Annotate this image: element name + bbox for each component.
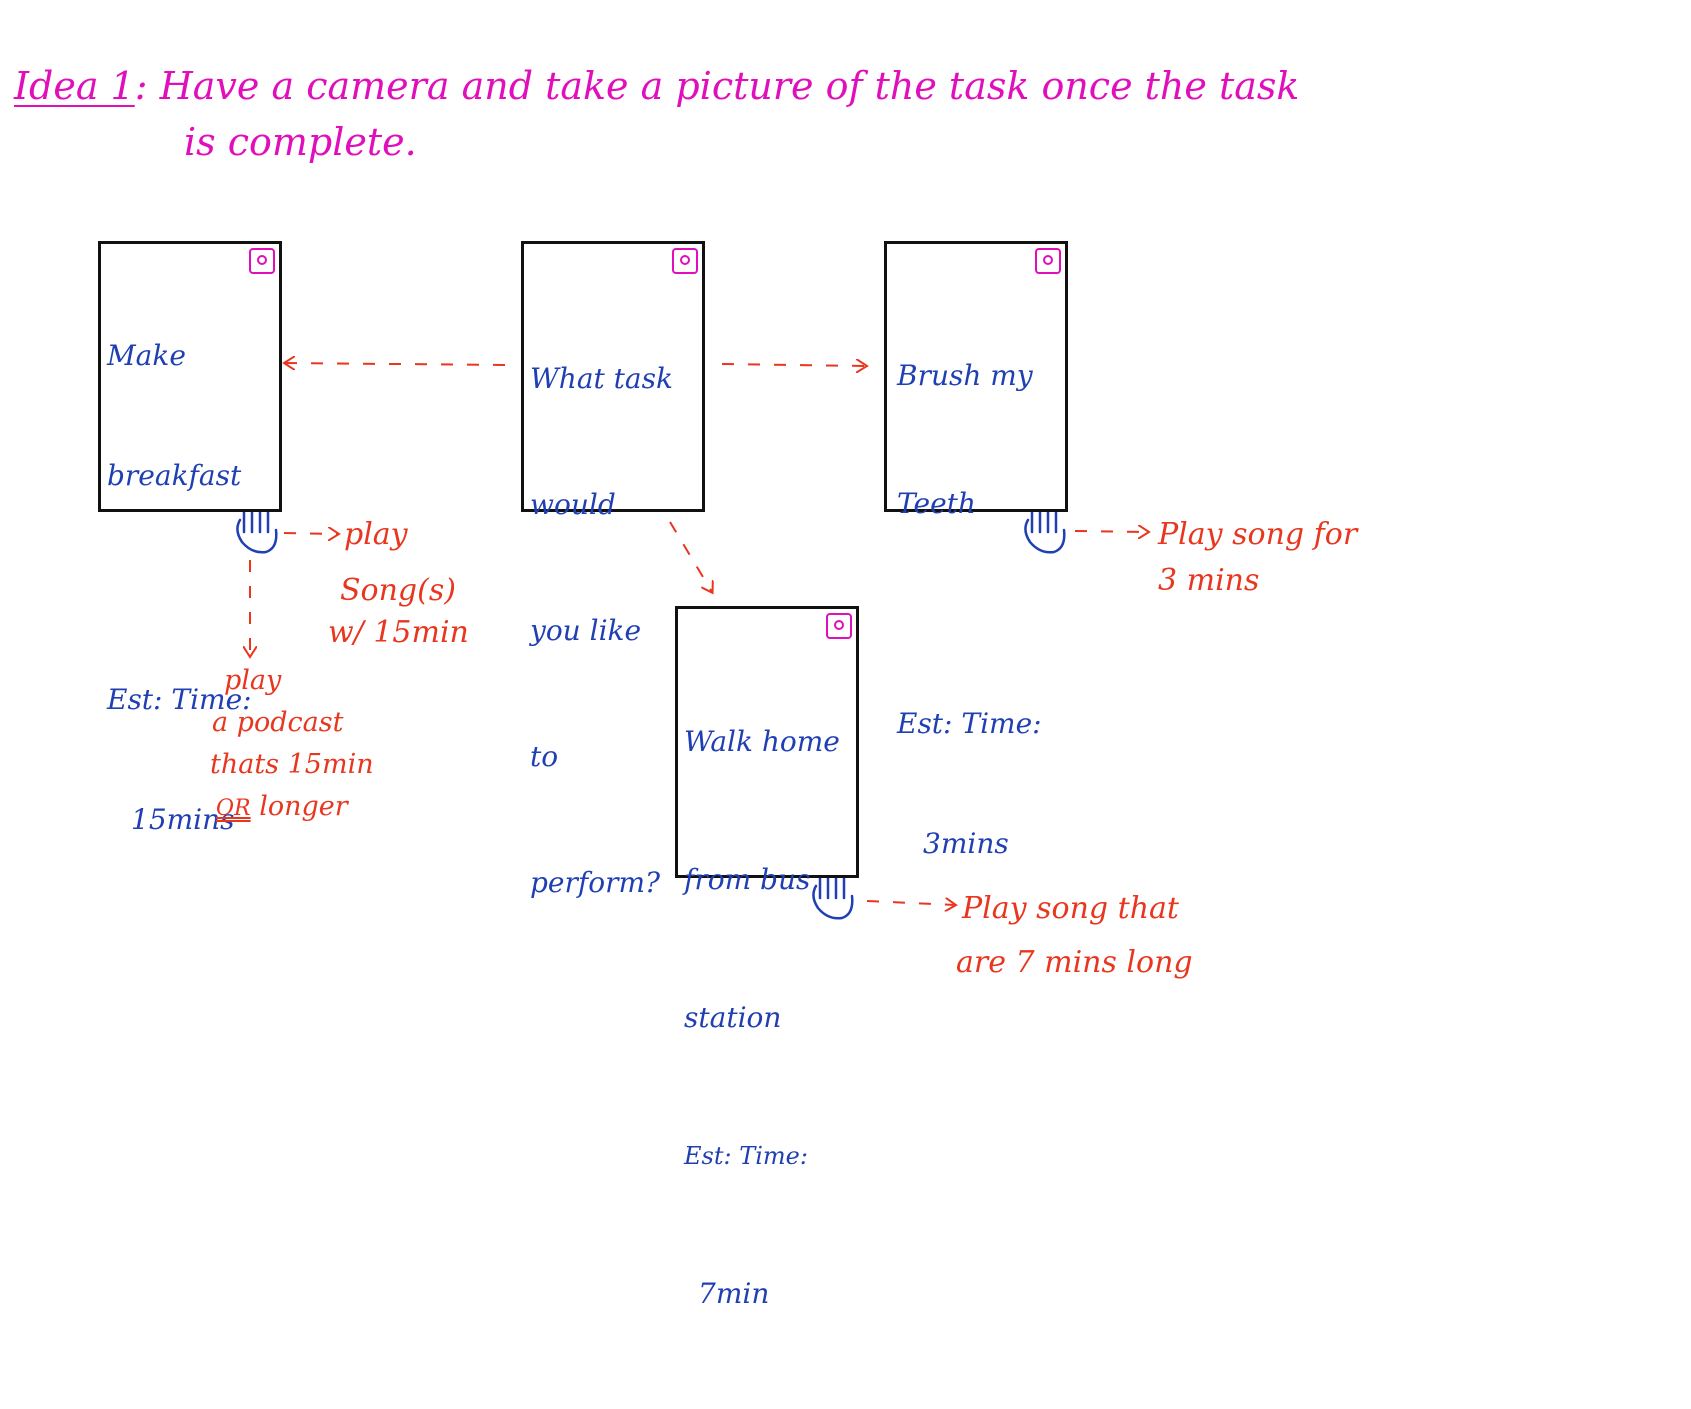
camera-icon[interactable]	[249, 248, 275, 274]
note-left-podcast: play a podcast thats 15min OR longer	[210, 665, 374, 822]
card-line: 3mins	[923, 827, 1009, 860]
idea-text-line2: is complete.	[184, 120, 417, 164]
connector-layer	[236, 0, 1691, 920]
idea-text: Have a camera and take a picture of the …	[159, 64, 1300, 108]
card-line: Teeth	[897, 487, 976, 520]
hand-icon	[812, 860, 854, 920]
camera-icon[interactable]	[1035, 248, 1061, 274]
card-line: Make	[107, 339, 186, 372]
card-walk-home[interactable]: Walk home from bus station Est: Time: 7m…	[675, 606, 859, 1310]
arrow-left-song	[283, 533, 338, 534]
card-line: breakfast	[107, 459, 242, 492]
card-task-question[interactable]: What task would you like to perform?	[521, 241, 705, 899]
note-right-song: Play song for 3 mins	[1158, 517, 1358, 598]
card-line: 15mins	[131, 803, 235, 836]
camera-icon[interactable]	[826, 613, 852, 639]
arrow-to-bottom-card	[669, 521, 712, 592]
note-bottom-song: Play song that are 7 mins long	[956, 891, 1193, 980]
card-line: 7min	[698, 1277, 770, 1310]
card-line: What task	[530, 362, 673, 395]
card-brush-teeth[interactable]: Brush my Teeth Est: Time: 3mins	[884, 241, 1068, 860]
arrow-right-song	[1074, 531, 1148, 532]
card-line: would	[530, 488, 616, 521]
hand-icon	[1024, 494, 1066, 554]
card-line: from bus	[684, 863, 811, 896]
arrow-to-right-card	[721, 364, 866, 366]
card-line: Est: Time:	[684, 1142, 808, 1170]
hand-icon	[236, 494, 278, 554]
card-line: perform?	[530, 866, 661, 899]
arrow-to-left-card	[285, 363, 506, 365]
idea-heading: Idea 1: Have a camera and take a picture…	[14, 64, 1300, 164]
card-line: Est: Time:	[107, 683, 252, 716]
card-make-breakfast[interactable]: Make breakfast Est: Time: 15mins	[98, 241, 282, 836]
card-line: Brush my	[897, 359, 1033, 392]
card-line: Est: Time:	[897, 707, 1042, 740]
card-line: Walk home	[684, 725, 840, 758]
card-line: station	[684, 1001, 782, 1034]
idea-label: Idea 1	[14, 64, 135, 108]
card-line: you like	[530, 614, 642, 647]
note-left-song: play Song(s) w/ 15min	[328, 517, 469, 650]
camera-icon[interactable]	[672, 248, 698, 274]
card-line: to	[530, 740, 559, 773]
